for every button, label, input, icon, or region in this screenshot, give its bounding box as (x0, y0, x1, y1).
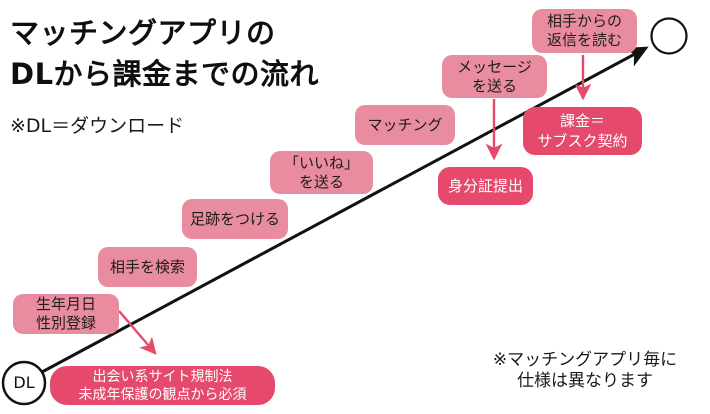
step-reply-line1: 相手からの (546, 12, 622, 30)
step-message-line2: を送る (471, 76, 517, 95)
callout-id-check-label: 身分証提出 (447, 176, 523, 195)
step-matching: マッチング (355, 105, 455, 145)
step-like-line2: を送る (298, 172, 344, 191)
callout-law: 出会い系サイト規制法 未成年保護の観点から必須 (50, 366, 275, 405)
start-circle (1, 360, 47, 406)
spec-disclaimer-line1: ※マッチングアプリ毎に (492, 350, 678, 370)
callout-law-line1: 出会い系サイト規制法 (92, 368, 233, 385)
step-footprint-label: 足跡をつける (189, 209, 280, 228)
step-reply-line2: 返信を読む (546, 31, 622, 49)
step-matching-label: マッチング (367, 115, 443, 134)
dl-definition-note: ※DL＝ダウンロード (10, 115, 185, 137)
callout-id-check: 身分証提出 (438, 167, 533, 205)
step-reply: 相手からの 返信を読む (532, 9, 637, 53)
start-circle-label: DL (13, 373, 35, 392)
step-register-line1: 生年月日 (35, 295, 96, 313)
spec-disclaimer: ※マッチングアプリ毎に 仕様は異なります (468, 350, 702, 392)
main-flow-arrow (41, 46, 649, 374)
step-register-line2: 性別登録 (35, 314, 96, 332)
step-message-line1: メッセージ (457, 57, 532, 76)
callout-law-line2: 未成年保護の観点から必須 (78, 386, 247, 403)
step-search-label: 相手を検索 (109, 257, 185, 276)
end-circle (650, 17, 688, 55)
callout-subscription: 課金＝ サブスク契約 (523, 107, 642, 155)
step-register: 生年月日 性別登録 (13, 294, 119, 334)
spec-disclaimer-line2: 仕様は異なります (517, 371, 653, 391)
step-message: メッセージ を送る (442, 55, 547, 98)
step-footprint: 足跡をつける (182, 199, 288, 239)
step-like: 「いいね」 を送る (270, 151, 373, 194)
step-like-line1: 「いいね」 (283, 153, 359, 172)
step-search: 相手を検索 (98, 247, 197, 287)
page-title-line2: DLから課金までの流れ (10, 57, 320, 91)
page-title-line1: マッチングアプリの (10, 16, 276, 50)
callout-subscription-line1: 課金＝ (559, 112, 605, 130)
law-callout-arrow (118, 310, 157, 355)
callout-subscription-line2: サブスク契約 (537, 132, 628, 150)
